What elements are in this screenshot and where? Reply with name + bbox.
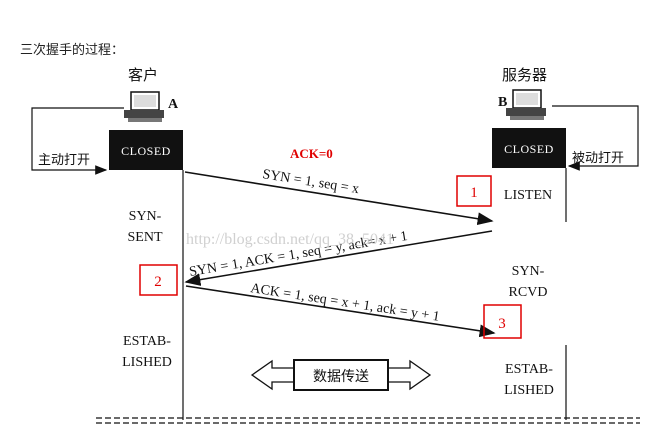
message-1-arrow	[184, 171, 494, 226]
ack-flag: ACK=0	[290, 146, 333, 161]
server-closed-box	[492, 128, 566, 168]
step-1-marker: 1	[470, 185, 478, 201]
server-state-established-line1: ESTAB-	[505, 362, 553, 377]
client-state-syn-sent-line2: SENT	[128, 230, 163, 245]
step-3-marker: 3	[498, 316, 506, 332]
client-host-label: A	[168, 97, 179, 112]
data-transfer-left-arrow	[250, 359, 295, 391]
server-host-label: B	[498, 95, 507, 110]
client-closed-label: CLOSED	[121, 144, 171, 158]
message-3-label: ACK = 1, seq = x + 1, ack = y + 1	[249, 281, 440, 325]
client-open-action: 主动打开	[38, 153, 90, 168]
step-2-marker-box	[139, 264, 178, 296]
server-state-established-line2: LISHED	[504, 383, 554, 398]
step-1-marker-box	[456, 175, 492, 207]
server-open-loop-arrow	[552, 105, 639, 171]
client-open-loop-arrow	[31, 107, 124, 175]
data-transfer-box	[293, 359, 389, 391]
data-transfer-right-arrow	[387, 359, 432, 391]
step-3-marker-box	[483, 304, 522, 339]
message-2-arrow	[184, 230, 493, 286]
client-state-syn-sent-line1: SYN-	[129, 209, 162, 224]
server-state-syn-rcvd-line1: SYN-	[512, 264, 545, 279]
figure-caption: 三次握手的过程：	[20, 43, 125, 58]
server-state-listen: LISTEN	[504, 188, 552, 203]
client-computer-icon	[124, 91, 164, 122]
message-3-arrow	[185, 285, 496, 338]
client-state-established-line1: ESTAB-	[123, 334, 171, 349]
data-transfer-label: 数据传送	[313, 369, 369, 385]
watermark: http://blog.csdn.net/qq_38_5041	[186, 231, 394, 248]
server-open-action: 被动打开	[572, 151, 624, 166]
server-computer-icon	[506, 89, 546, 120]
client-state-established-line2: LISHED	[122, 355, 172, 370]
client-title: 客户	[128, 66, 158, 84]
step-2-marker: 2	[154, 274, 162, 290]
server-state-syn-rcvd-line2: RCVD	[509, 285, 548, 300]
server-title: 服务器	[502, 66, 547, 84]
client-closed-box	[109, 130, 183, 170]
server-closed-label: CLOSED	[504, 142, 554, 156]
